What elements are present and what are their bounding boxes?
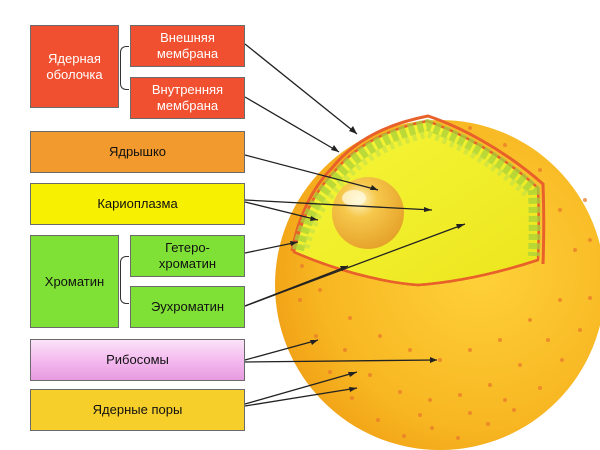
arrows [244, 43, 466, 407]
nucleolus-highlight [342, 190, 366, 206]
heterochromatin-label: Гетеро-хроматин [158, 240, 217, 271]
outer-membrane-label: Внешняя мембрана [156, 30, 219, 61]
chromatin-fringe [292, 118, 541, 257]
ribosomes-box: Рибосомы [30, 339, 245, 381]
karyoplasm-box: Кариоплазма [30, 183, 245, 225]
heterochromatin-box: Гетеро-хроматин [130, 235, 245, 277]
cut-lower-edge [293, 250, 539, 287]
inner-membrane-box: Внутренняя мембрана [130, 77, 245, 119]
membrane-rim [290, 114, 546, 265]
euchromatin-box: Эухроматин [130, 286, 245, 328]
karyoplasm-label: Кариоплазма [97, 196, 178, 211]
euchromatin-label: Эухроматин [150, 299, 225, 314]
nucleolus-box: Ядрышко [30, 131, 245, 173]
nuclear-pores-label: Ядерные поры [92, 402, 183, 417]
ribosomes-label: Рибосомы [106, 352, 169, 367]
arrowheads [290, 126, 465, 392]
outer-membrane-box: Внешняя мембрана [130, 25, 245, 67]
nuclear-envelope-box: Ядерная оболочка [30, 25, 119, 108]
nuclear-pores-dots [298, 126, 592, 440]
nuclear-envelope-label: Ядерная оболочка [46, 50, 103, 82]
envelope-bracket [120, 46, 129, 90]
chromatin-box: Хроматин [30, 235, 119, 328]
nuclear-pores-box: Ядерные поры [30, 389, 245, 431]
chromatin-label: Хроматин [44, 273, 105, 289]
chromatin-bracket [120, 256, 129, 304]
inner-membrane-label: Внутренняя мембрана [151, 82, 224, 113]
nucleolus-label: Ядрышко [108, 144, 167, 159]
